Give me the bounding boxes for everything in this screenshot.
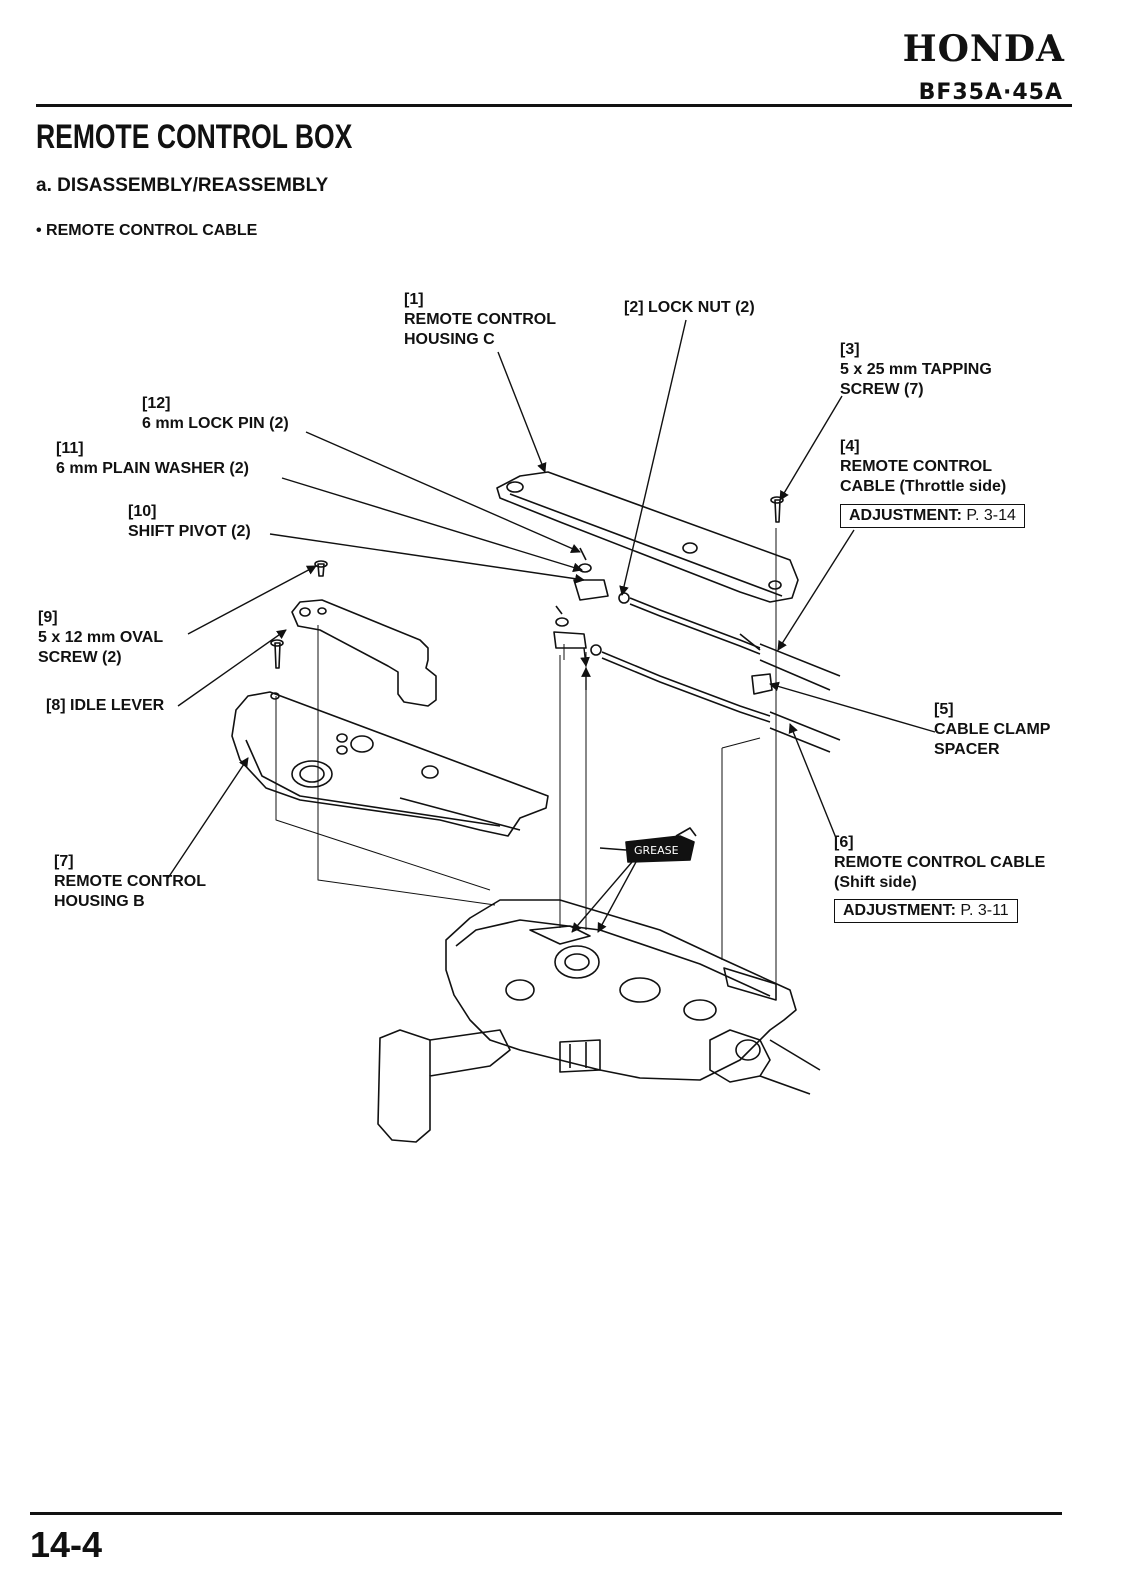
header-rule [36, 104, 1072, 107]
callout-3: [3] 5 x 25 mm TAPPING SCREW (7) [840, 341, 992, 398]
housing-c-part [496, 471, 799, 603]
page-title: REMOTE CONTROL BOX [36, 118, 353, 156]
leader-grease-a [571, 861, 633, 933]
leader-2 [619, 319, 687, 596]
callout-1: [1] REMOTE CONTROL HOUSING C [404, 291, 556, 348]
control-box-body [445, 899, 797, 1081]
leader-9 [187, 565, 317, 635]
callout-4: [4] REMOTE CONTROL CABLE (Throttle side) [840, 438, 1007, 495]
grease-text: GREASE [634, 844, 679, 857]
callout-6: [6] REMOTE CONTROL CABLE (Shift side) [834, 834, 1046, 891]
callout-2: [2] LOCK NUT (2) [624, 299, 755, 316]
leader-4 [777, 529, 855, 651]
leader-5 [769, 681, 936, 733]
callout-9: [9] 5 x 12 mm OVAL SCREW (2) [38, 609, 164, 666]
bullet-item: • REMOTE CONTROL CABLE [36, 222, 258, 239]
idle-lever-part [291, 599, 437, 707]
section-subtitle: a. DISASSEMBLY/REASSEMBLY [36, 175, 329, 196]
leader-8 [177, 629, 287, 707]
page-number: 14-4 [30, 1524, 103, 1565]
leader-10 [269, 533, 585, 584]
callout-10: [10] SHIFT PIVOT (2) [128, 503, 251, 540]
housing-b-part [231, 691, 549, 837]
adjustment-box-throttle: ADJUSTMENT: P. 3-14 [840, 504, 1025, 528]
leader-7 [167, 757, 249, 879]
footer-rule [30, 1512, 1062, 1515]
callout-11: [11] 6 mm PLAIN WASHER (2) [56, 440, 249, 477]
leader-12 [305, 431, 581, 553]
leader-grease-b [597, 861, 637, 933]
leader-1 [497, 351, 547, 473]
callout-7: [7] REMOTE CONTROL HOUSING B [54, 853, 206, 910]
callout-8: [8] IDLE LEVER [46, 697, 165, 714]
control-handle [377, 1029, 511, 1143]
callout-5: [5] CABLE CLAMP SPACER [934, 701, 1051, 758]
leader-3 [779, 395, 843, 501]
adjustment-box-shift: ADJUSTMENT: P. 3-11 [834, 899, 1018, 923]
leader-11 [281, 477, 583, 573]
callout-12: [12] 6 mm LOCK PIN (2) [142, 395, 289, 432]
leader-6 [788, 723, 837, 839]
brand-logo: HONDA [902, 28, 1065, 70]
model-name: BF35A·45A [918, 80, 1063, 105]
